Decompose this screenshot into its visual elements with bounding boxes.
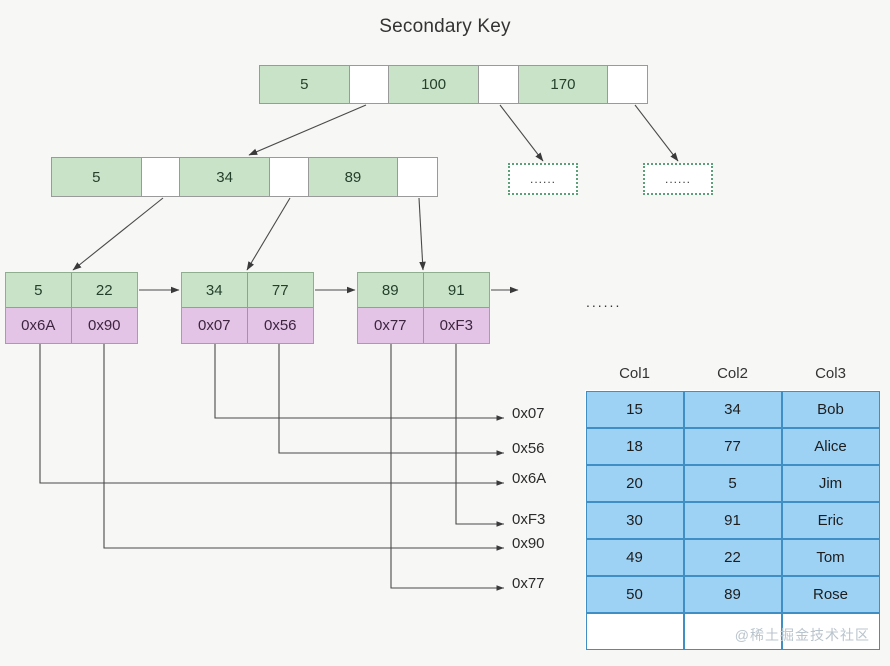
- leaf-3-pointer-row: 0x77 0xF3: [358, 308, 489, 343]
- table-cell: 77: [683, 427, 782, 465]
- page-title: Secondary Key: [379, 16, 511, 37]
- placeholder-node-2: ......: [643, 163, 713, 195]
- table-cell-blank: [683, 612, 782, 650]
- table-cell: 18: [585, 427, 684, 465]
- table-header-row: Col1 Col2 Col3: [586, 363, 880, 391]
- table-row[interactable]: 30 91 Eric: [585, 501, 880, 539]
- leaf-1-pointer-2[interactable]: 0x90: [87, 317, 121, 334]
- table-row[interactable]: 50 89 Rose: [585, 575, 880, 613]
- table-cell: Bob: [781, 390, 880, 428]
- root-index-node[interactable]: 5 100 170: [259, 65, 648, 104]
- level2-key-cell-3[interactable]: 89: [308, 158, 399, 196]
- level2-pointer-cell-3[interactable]: [398, 158, 437, 196]
- table-cell: Alice: [781, 427, 880, 465]
- leaf-3-pointer-1[interactable]: 0x77: [358, 308, 424, 343]
- leaf-1-key-row: 5 22: [6, 273, 137, 308]
- table-cell-blank: [781, 612, 880, 650]
- root-pointer-cell-3[interactable]: [608, 66, 647, 103]
- root-key-cell-2[interactable]: 100: [389, 66, 479, 103]
- leaf-1-key-1[interactable]: 5: [6, 273, 72, 307]
- root-key-cell-3[interactable]: 170: [518, 66, 609, 103]
- table-cell: 49: [585, 538, 684, 576]
- table-cell: 22: [683, 538, 782, 576]
- table-cell: Rose: [781, 575, 880, 613]
- level2-index-node[interactable]: 5 34 89: [51, 157, 438, 197]
- table-cell: Eric: [781, 501, 880, 539]
- leaf-1-key-2[interactable]: 22: [95, 281, 113, 299]
- leaf-3-key-row: 89 91: [358, 273, 489, 308]
- table-row[interactable]: 49 22 Tom: [585, 538, 880, 576]
- leaf-1-pointer-row: 0x6A 0x90: [6, 308, 137, 343]
- table-row[interactable]: 18 77 Alice: [585, 427, 880, 465]
- leaf-2-pointer-1[interactable]: 0x07: [182, 308, 248, 343]
- leaf-3-key-1[interactable]: 89: [358, 273, 424, 307]
- table-cell: 34: [683, 390, 782, 428]
- table-header-col1: Col1: [619, 365, 650, 382]
- table-cell: 30: [585, 501, 684, 539]
- leaf-2-key-row: 34 77: [182, 273, 313, 308]
- table-row[interactable]: 15 34 Bob: [585, 390, 880, 428]
- table-cell: 50: [585, 575, 684, 613]
- address-label-0x07: 0x07: [512, 405, 545, 422]
- level2-key-cell-2[interactable]: 34: [180, 158, 270, 196]
- table-header-col2: Col2: [717, 365, 748, 382]
- table-row[interactable]: 20 5 Jim: [585, 464, 880, 502]
- address-label-0xF3: 0xF3: [512, 511, 546, 528]
- address-label-0x56: 0x56: [512, 440, 545, 457]
- table-cell: Jim: [781, 464, 880, 502]
- table-cell: 15: [585, 390, 684, 428]
- level2-pointer-cell-2[interactable]: [269, 158, 309, 196]
- leaf-2-pointer-row: 0x07 0x56: [182, 308, 313, 343]
- table-cell: 91: [683, 501, 782, 539]
- table-header-col3: Col3: [815, 365, 846, 382]
- data-table: Col1 Col2 Col3 15 34 Bob 18 77 Alice 20: [585, 363, 880, 650]
- table-blank-row: [585, 612, 880, 650]
- leaf-2-key-2[interactable]: 77: [271, 281, 289, 299]
- root-pointer-cell-2[interactable]: [478, 66, 519, 103]
- leaf-2-pointer-2[interactable]: 0x56: [263, 317, 297, 334]
- address-label-0x77: 0x77: [512, 575, 545, 592]
- leaf-node-3[interactable]: 89 91 0x77 0xF3: [357, 272, 490, 344]
- address-label-0x6A: 0x6A: [512, 470, 547, 487]
- leaf-3-pointer-2[interactable]: 0xF3: [439, 317, 473, 334]
- level2-key-cell-1[interactable]: 5: [52, 158, 142, 196]
- table-cell: 89: [683, 575, 782, 613]
- leaf-node-2[interactable]: 34 77 0x07 0x56: [181, 272, 314, 344]
- table-cell: 20: [585, 464, 684, 502]
- root-pointer-cell-1[interactable]: [349, 66, 390, 103]
- placeholder-node-1: ......: [508, 163, 578, 195]
- level2-pointer-cell-1[interactable]: [141, 158, 181, 196]
- leaf-3-key-2[interactable]: 91: [447, 281, 465, 299]
- watermark: @稀土掘金技术社区: [734, 627, 870, 643]
- address-label-0x90: 0x90: [512, 535, 545, 552]
- table-cell: Tom: [781, 538, 880, 576]
- table-cell-blank: [585, 612, 684, 650]
- root-key-cell-1[interactable]: 5: [260, 66, 350, 103]
- middle-ellipsis: ......: [586, 294, 622, 310]
- table-cell: 5: [683, 464, 782, 502]
- leaf-node-1[interactable]: 5 22 0x6A 0x90: [5, 272, 138, 344]
- leaf-2-key-1[interactable]: 34: [182, 273, 248, 307]
- leaf-1-pointer-1[interactable]: 0x6A: [6, 308, 72, 343]
